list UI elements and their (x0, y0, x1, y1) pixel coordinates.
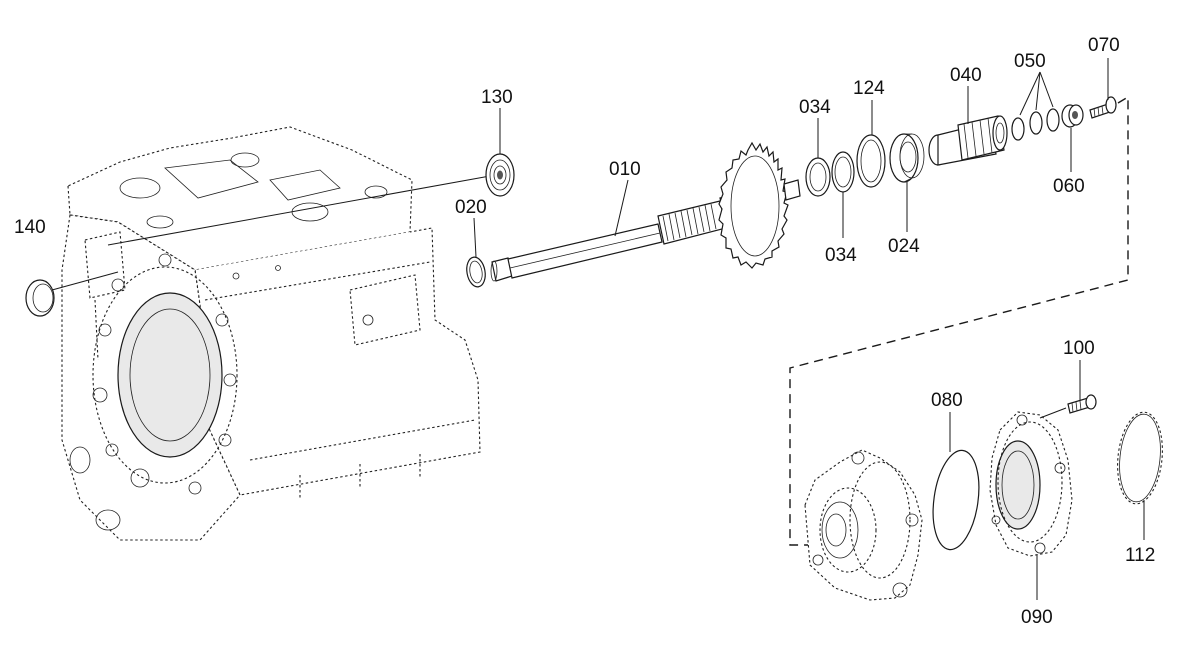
label-020[interactable]: 020 (455, 197, 487, 218)
o-rings-050[interactable] (1011, 108, 1060, 141)
label-034-lower[interactable]: 034 (825, 245, 857, 266)
snap-ring-020[interactable] (465, 256, 488, 289)
label-024[interactable]: 024 (888, 236, 920, 257)
pump-housing (804, 449, 923, 601)
shaft-010[interactable] (490, 141, 801, 282)
label-070[interactable]: 070 (1088, 35, 1120, 56)
label-124[interactable]: 124 (853, 78, 885, 99)
nut-060[interactable] (1061, 104, 1084, 128)
plug-140[interactable] (25, 279, 55, 317)
label-100[interactable]: 100 (1063, 338, 1095, 359)
ring-124[interactable] (856, 134, 886, 188)
label-050[interactable]: 050 (1014, 51, 1046, 72)
seal-130[interactable] (485, 153, 515, 197)
screw-100[interactable] (1067, 394, 1097, 414)
bearing-024[interactable] (889, 133, 925, 183)
label-040[interactable]: 040 (950, 65, 982, 86)
label-060[interactable]: 060 (1053, 176, 1085, 197)
label-010[interactable]: 010 (609, 159, 641, 180)
label-090[interactable]: 090 (1021, 607, 1053, 628)
label-080[interactable]: 080 (931, 390, 963, 411)
transmission-housing (61, 126, 481, 541)
o-ring-112[interactable] (1113, 410, 1166, 506)
label-034-upper[interactable]: 034 (799, 97, 831, 118)
cover-090[interactable] (989, 411, 1073, 557)
assembly-dashed-outline (789, 95, 1129, 546)
label-112[interactable]: 112 (1125, 545, 1155, 566)
bolt-070[interactable] (1089, 96, 1117, 119)
o-ring-080[interactable] (927, 447, 984, 552)
label-130[interactable]: 130 (481, 87, 513, 108)
sleeve-040[interactable] (928, 115, 1008, 166)
label-140[interactable]: 140 (14, 217, 46, 238)
ring-034-upper[interactable] (805, 157, 831, 197)
ring-034-lower[interactable] (831, 151, 855, 193)
